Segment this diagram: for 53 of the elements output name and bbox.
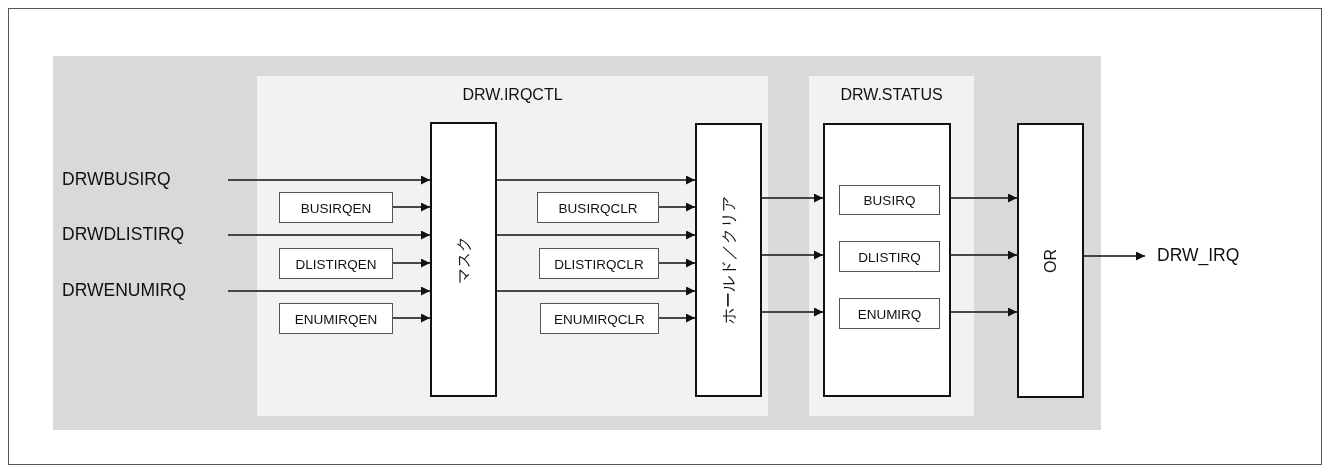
signal-label: DRWENUMIRQ: [62, 280, 187, 301]
register-panel: [809, 76, 974, 416]
register-label: ENUMIRQ: [857, 306, 922, 321]
register-label: BUSIRQCLR: [558, 200, 638, 215]
arrow: [227, 286, 431, 296]
register-box: [540, 303, 659, 334]
block-label: OR: [1041, 248, 1060, 273]
arrow: [496, 175, 696, 185]
arrow: [658, 258, 696, 268]
block-label: ホールド／クリア: [718, 196, 738, 324]
arrow: [496, 286, 696, 296]
register-label: DLISTIRQEN: [295, 256, 377, 271]
signal-label: DRWBUSIRQ: [62, 169, 171, 190]
arrow: [392, 202, 431, 212]
register-panel: [257, 76, 768, 416]
arrow: [658, 202, 696, 212]
register-box: [839, 185, 940, 215]
background-band: [53, 56, 1101, 430]
signal-label: DRWDLISTIRQ: [62, 224, 185, 245]
register-box: [839, 241, 940, 272]
register-box: [279, 192, 393, 223]
arrow: [761, 307, 824, 317]
arrow: [950, 250, 1018, 260]
status-register-box: [823, 123, 951, 397]
arrow: [392, 313, 431, 323]
panel-title: DRW.STATUS: [840, 86, 943, 104]
logic-block: [695, 123, 762, 397]
logic-block: [1017, 123, 1084, 398]
arrow: [496, 230, 696, 240]
register-label: BUSIRQ: [863, 192, 916, 208]
register-box: [279, 248, 393, 279]
register-label: ENUMIRQCLR: [554, 311, 645, 326]
arrow: [761, 193, 824, 203]
arrow: [761, 250, 824, 260]
signal-label: DRW_IRQ: [1157, 245, 1240, 266]
arrow: [227, 175, 431, 185]
register-label: ENUMIRQEN: [294, 311, 378, 326]
arrow: [392, 258, 431, 268]
register-label: DLISTIRQCLR: [554, 256, 644, 271]
register-box: [279, 303, 393, 334]
register-box: [539, 248, 659, 279]
register-box: [839, 298, 940, 329]
arrow: [227, 230, 431, 240]
register-label: DLISTIRQ: [858, 249, 921, 264]
arrow: [1083, 251, 1146, 261]
register-label: BUSIRQEN: [300, 200, 372, 215]
logic-block: [430, 122, 497, 397]
arrow: [950, 307, 1018, 317]
arrow: [658, 313, 696, 323]
register-box: [537, 192, 659, 223]
block-label: マスク: [453, 235, 472, 284]
arrow: [950, 193, 1018, 203]
panel-title: DRW.IRQCTL: [462, 86, 563, 104]
